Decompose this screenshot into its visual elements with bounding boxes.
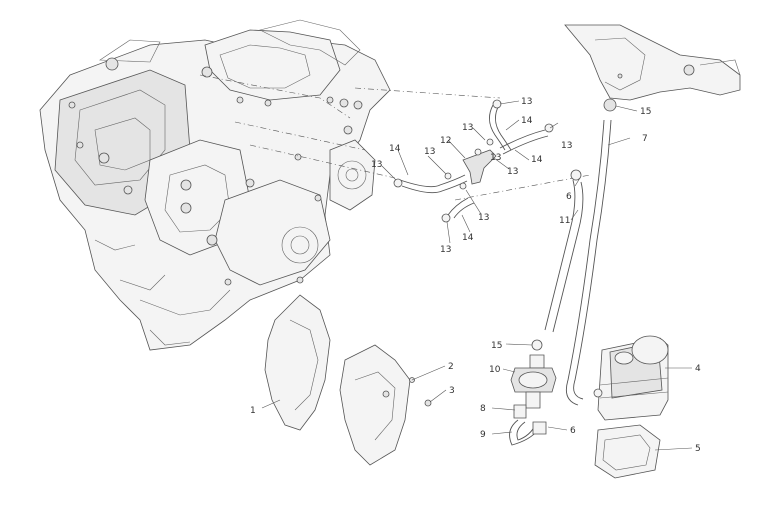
hose-7 — [565, 98, 617, 406]
callout-13-center: 13 — [424, 147, 435, 157]
callout-15-lower: 15 — [491, 341, 502, 351]
callout-6-upper: 6 — [566, 192, 572, 202]
callout-14-right: 14 — [531, 155, 543, 165]
frame-bracket — [564, 24, 741, 101]
callout-8: 8 — [480, 404, 486, 414]
hose-cluster — [393, 99, 554, 223]
callout-7: 7 — [642, 134, 648, 144]
callout-13-top: 13 — [521, 97, 532, 107]
callout-9: 9 — [480, 430, 486, 440]
callout-13-mid: 13 — [462, 123, 473, 133]
callout-labels: 1 2 3 4 5 6 6 7 8 9 10 11 12 13 13 13 13… — [250, 97, 701, 454]
callout-15-top: 15 — [640, 107, 651, 117]
callout-14-bottom: 14 — [462, 233, 474, 243]
leader-lines — [261, 100, 693, 451]
callout-13-lower: 13 — [478, 213, 489, 223]
callout-1: 1 — [250, 406, 256, 416]
callout-13-right: 13 — [561, 141, 572, 151]
alignment-lines — [199, 74, 591, 201]
callout-3: 3 — [449, 386, 455, 396]
callout-12: 12 — [440, 136, 451, 146]
callout-14-top: 14 — [521, 116, 533, 126]
callout-13-bottom: 13 — [440, 245, 451, 255]
callout-5: 5 — [695, 444, 701, 454]
cover-1 — [264, 294, 331, 431]
cover-2 — [339, 344, 432, 466]
callout-11: 11 — [559, 216, 570, 226]
engine-block — [39, 19, 391, 351]
callout-13-extra: 13 — [490, 153, 501, 163]
callout-13-left: 13 — [371, 160, 382, 170]
hose-11 — [544, 169, 584, 333]
callout-13-center-right: 13 — [507, 167, 518, 177]
bracket-5 — [594, 424, 661, 479]
callout-10: 10 — [489, 365, 501, 375]
callout-2: 2 — [448, 362, 454, 372]
valve-assembly — [509, 339, 557, 446]
callout-4: 4 — [695, 364, 701, 374]
callout-14-left: 14 — [389, 144, 401, 154]
canister-4 — [593, 335, 669, 421]
callout-6-lower: 6 — [570, 426, 576, 436]
